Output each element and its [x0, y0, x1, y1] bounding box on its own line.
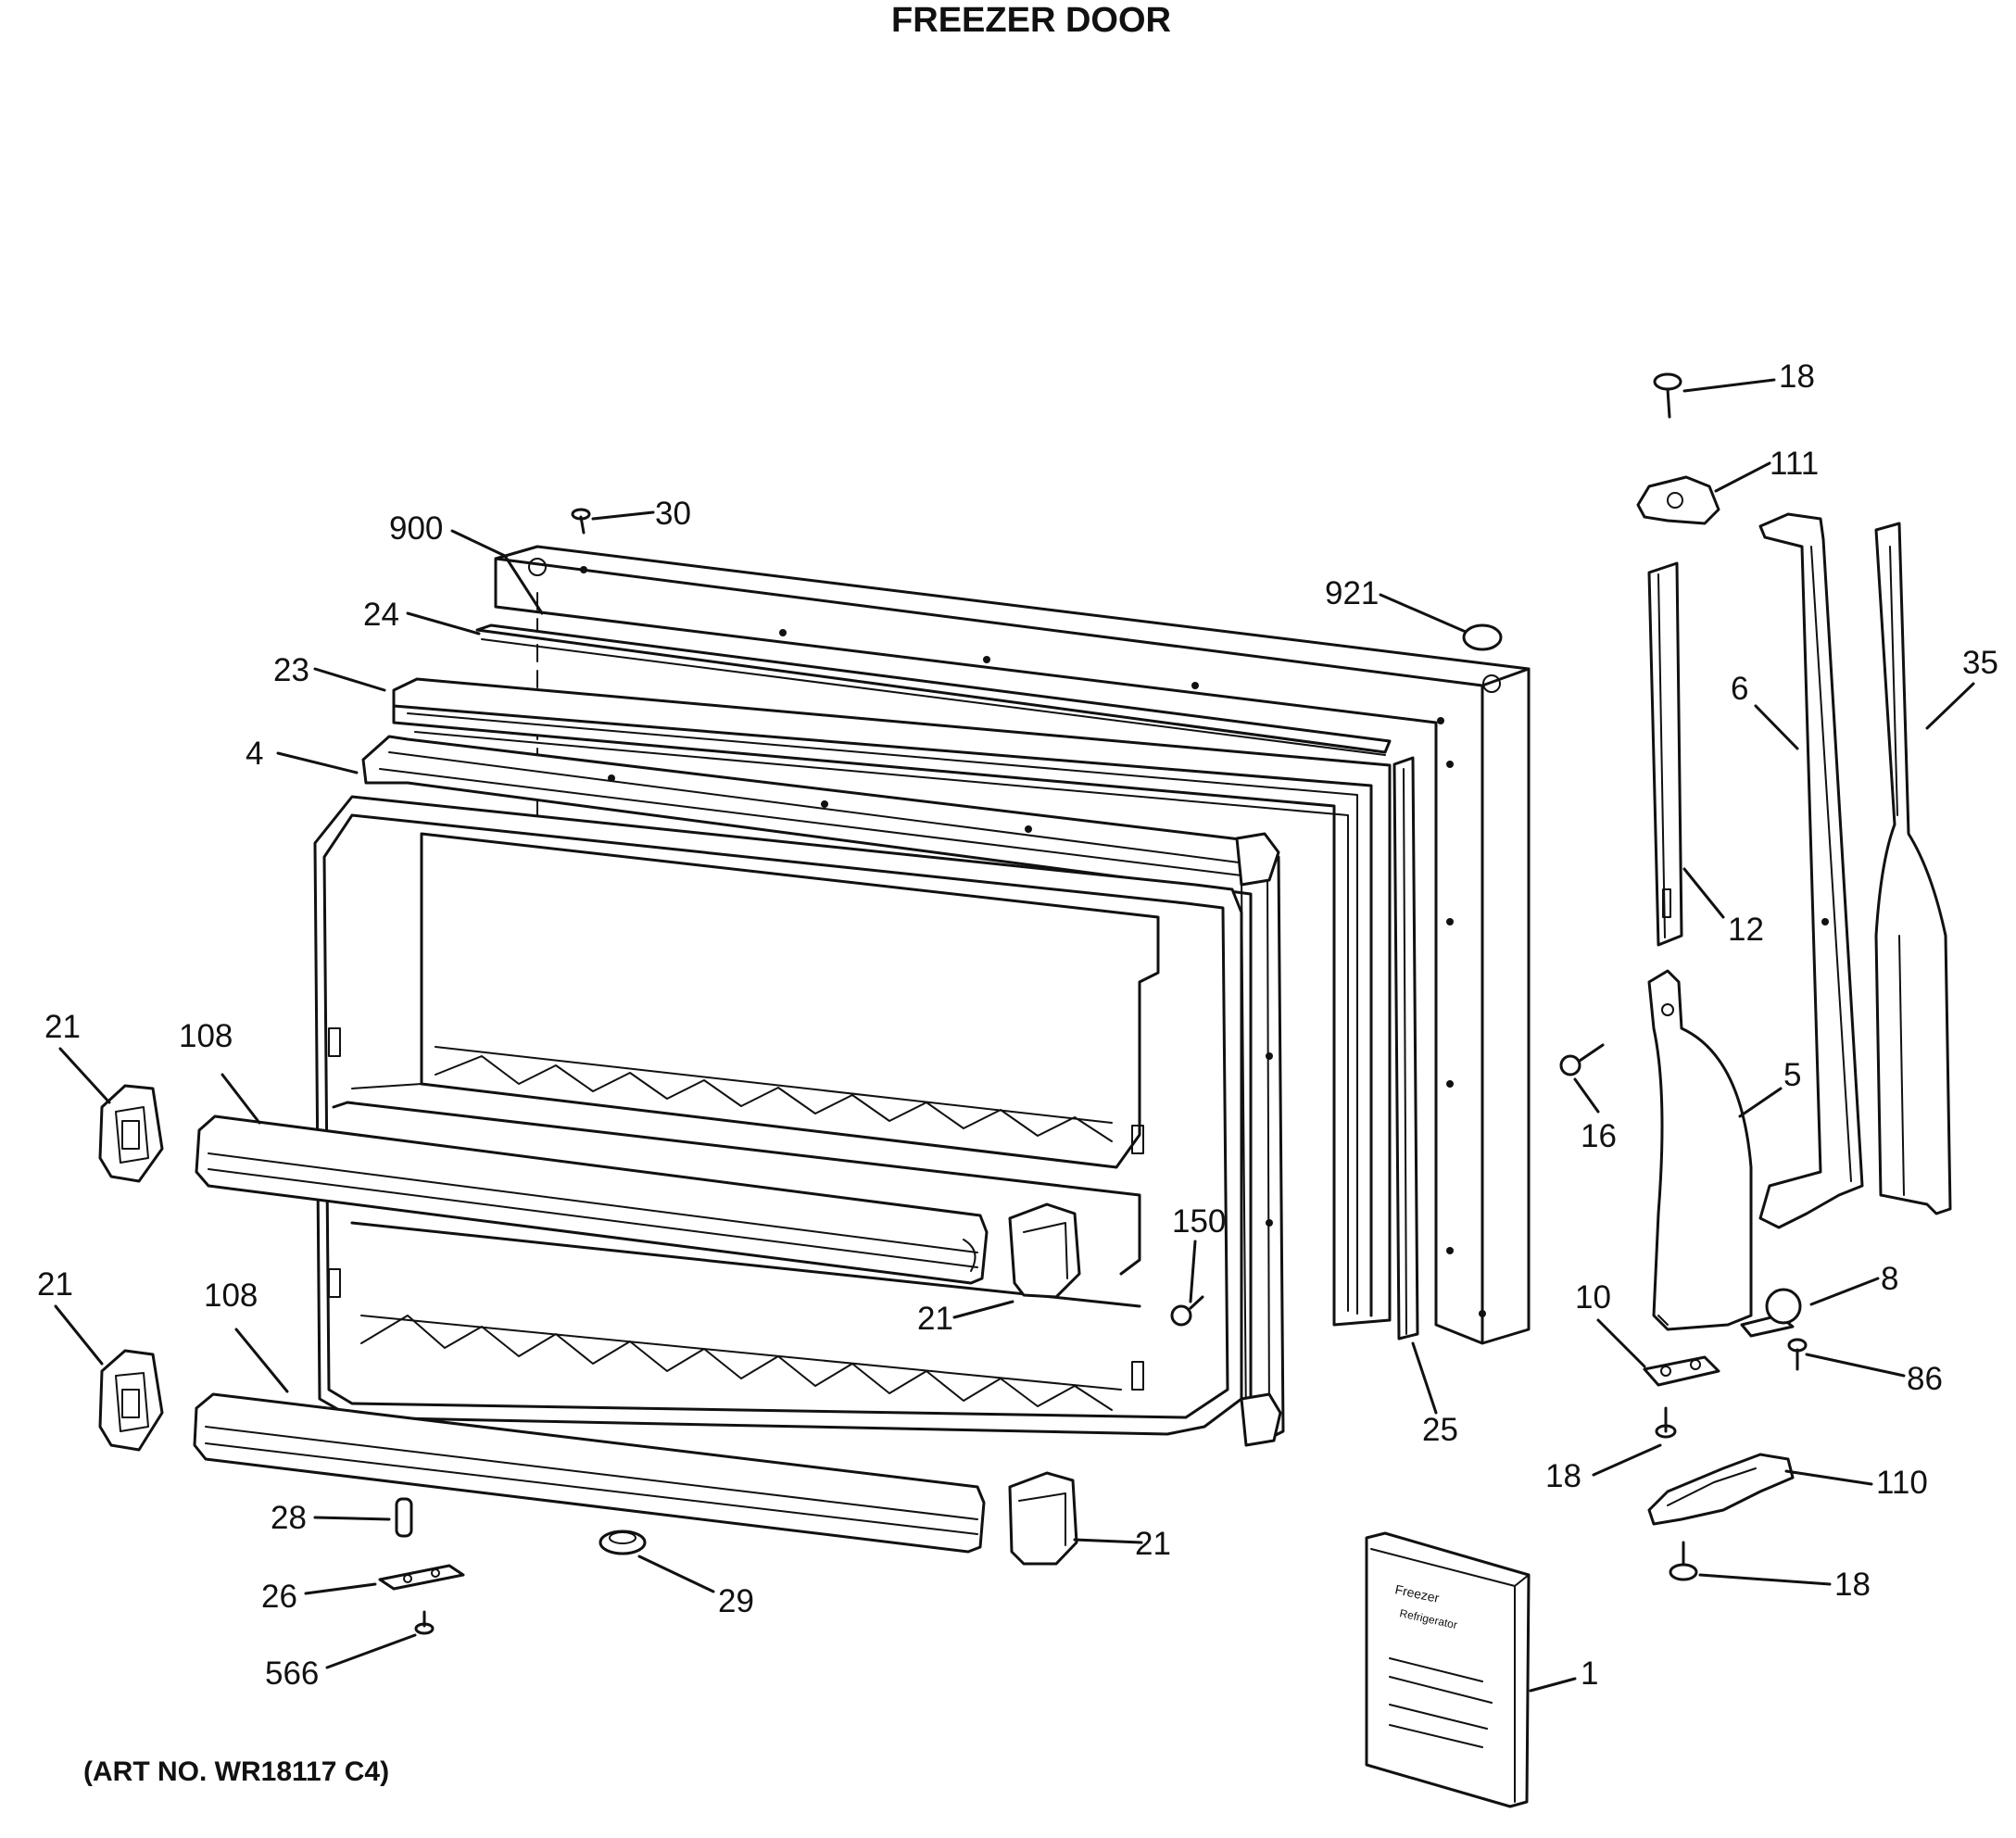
callout-12: 12: [1728, 912, 1764, 948]
door-stop-bracket: [1758, 512, 1864, 1229]
callout-21-lower-left: 21: [37, 1266, 73, 1303]
shelf-bar-lower: [193, 1392, 986, 1554]
callout-26: 26: [261, 1579, 297, 1615]
hinge-screw-bottom: [1669, 1541, 1698, 1581]
callout-21-upper-right: 21: [917, 1301, 953, 1337]
hinge-side-trim: [1874, 522, 1952, 1215]
shim-screw: [1787, 1338, 1808, 1371]
shelf-bar-upper: [195, 1114, 989, 1285]
callout-108-upper: 108: [179, 1018, 233, 1054]
hinge-screw-middle: [1655, 1406, 1677, 1439]
callout-labels: 18 111 30 900 921 24 23 35 6 4 12 21 108…: [37, 359, 1998, 1692]
callout-21-upper-left: 21: [44, 1009, 81, 1045]
shelf-end-cap-lower-left: [98, 1349, 164, 1452]
shelf-end-cap-upper-left: [98, 1084, 164, 1183]
top-screw: [571, 508, 591, 535]
hinge-shim: [1740, 1288, 1802, 1338]
callout-10: 10: [1575, 1279, 1611, 1316]
bottom-hinge: [1647, 1453, 1795, 1526]
callout-8: 8: [1881, 1261, 1898, 1297]
callout-21-lower-right: 21: [1135, 1526, 1171, 1562]
callout-1: 1: [1581, 1655, 1598, 1692]
door-plug: [1462, 623, 1503, 651]
callout-900: 900: [389, 510, 443, 547]
hinge-bar: [1647, 561, 1683, 947]
door-frame: [392, 677, 1392, 1327]
bottom-plug: [598, 1530, 647, 1555]
breaker-strip: [475, 623, 1392, 756]
hinge-screw-top: [1653, 372, 1682, 419]
callout-4: 4: [246, 736, 263, 772]
leader-lines: [54, 378, 1975, 1693]
hinge-plate: [1643, 1355, 1720, 1387]
callout-30: 30: [655, 496, 691, 532]
door-liner: [313, 795, 1282, 1447]
art-number: (ART NO. WR18117 C4): [83, 1756, 389, 1787]
callout-108-lower: 108: [204, 1278, 258, 1314]
top-hinge-cap: [1636, 475, 1720, 525]
shelf-end-cap-upper-right: [1008, 1202, 1081, 1299]
callout-566: 566: [265, 1655, 319, 1692]
callout-86: 86: [1907, 1361, 1943, 1397]
callout-6: 6: [1731, 671, 1748, 707]
callout-111: 111: [1770, 446, 1819, 482]
callout-5: 5: [1783, 1057, 1801, 1093]
callout-150: 150: [1172, 1203, 1226, 1240]
callout-110: 110: [1876, 1465, 1928, 1501]
callout-35: 35: [1962, 645, 1998, 681]
callout-18-middle: 18: [1545, 1458, 1581, 1494]
callout-18-bottom: 18: [1834, 1567, 1871, 1603]
shelf-end-cap-lower-right: [1008, 1471, 1078, 1566]
callout-24: 24: [363, 597, 399, 633]
stud: [395, 1497, 413, 1538]
door-handle: [1647, 969, 1753, 1331]
callout-29: 29: [718, 1583, 754, 1619]
callout-16: 16: [1581, 1118, 1617, 1154]
plate-screw: [414, 1610, 435, 1635]
callout-28: 28: [271, 1500, 307, 1536]
callout-25: 25: [1422, 1412, 1458, 1448]
vertical-breaker-strip: [1392, 756, 1419, 1341]
callout-23: 23: [273, 652, 309, 688]
page-title: FREEZER DOOR: [891, 1, 1171, 40]
handle-screw: [1559, 1043, 1605, 1076]
owners-manual: Freezer Refrigerator: [1365, 1531, 1531, 1808]
liner-screw: [1170, 1295, 1204, 1327]
callout-921: 921: [1325, 575, 1379, 611]
bottom-plate: [378, 1564, 465, 1591]
callout-18: 18: [1779, 359, 1815, 395]
